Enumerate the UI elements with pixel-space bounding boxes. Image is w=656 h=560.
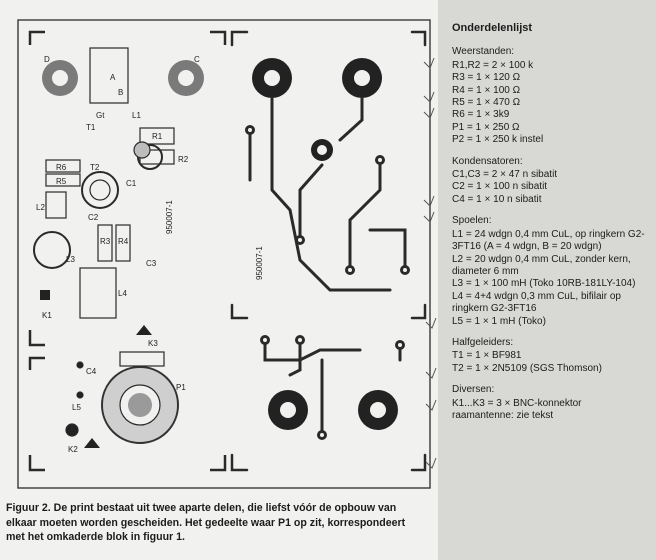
label-Gt: Gt [96,111,105,120]
component-layout [28,30,227,472]
parts-item: L2 = 20 wdgn 0,4 mm CuL, zonder kern, di… [452,253,631,277]
parts-item: C4 = 1 × 10 n sibatit [452,193,542,205]
label-K2: K2 [68,445,78,454]
label-K3: K3 [148,339,158,348]
label-C2: C2 [88,213,99,222]
parts-item: R1,R2 = 2 × 100 k [452,59,534,71]
label-C1: C1 [126,179,137,188]
label-R1: R1 [152,132,163,141]
parts-group-heading: Kondensatoren: [452,155,523,167]
parts-item: R5 = 1 × 470 Ω [452,97,521,109]
parts-item: L3 = 1 × 100 mH (Toko 10RB-181LY-104) [452,278,636,290]
label-R3: R3 [100,237,111,246]
label-L5: L5 [72,403,81,412]
label-A: A [110,73,116,82]
figure-caption: Figuur 2. De print bestaat uit twee apar… [6,502,406,544]
label-K1: K1 [42,311,52,320]
label-R6: R6 [56,163,67,172]
parts-item: raamantenne: zie tekst [452,409,554,421]
parts-item: L4 = 4+4 wdgn 0,3 mm CuL, bifilair op ri… [452,290,621,315]
label-P1: P1 [176,383,186,392]
parts-group: Spoelen:L1 = 24 wdgn 0,4 mm CuL, op ring… [452,215,652,328]
parts-group-heading: Halfgeleiders: [452,336,514,348]
label-R5: R5 [56,177,67,186]
parts-item: L5 = 1 × 1 mH (Toko) [452,315,546,327]
parts-item: P2 = 1 × 250 k instel [452,134,544,146]
left-board-number: 950007-1 [165,200,174,234]
parts-list-title: Onderdelenlijst [452,22,533,34]
parts-item: C1,C3 = 2 × 47 n sibatit [452,169,558,181]
label-B: B [118,88,123,97]
label-T2: T2 [90,163,100,172]
parts-item: K1...K3 = 3 × BNC-konnektor [452,397,582,409]
parts-item: R6 = 1 × 3k9 [452,109,510,121]
parts-item: T1 = 1 × BF981 [452,350,522,362]
label-C: C [194,55,200,64]
parts-group-heading: Spoelen: [452,215,492,227]
right-board-number: 950007-1 [255,246,264,280]
figure-frame [17,19,431,489]
parts-item: T2 = 1 × 2N5109 (SGS Thomson) [452,362,602,374]
parts-item: L1 = 24 wdgn 0,4 mm CuL, op ringkern G2-… [452,228,645,253]
parts-list-panel: Onderdelenlijst Weerstanden:R1,R2 = 2 × … [438,0,656,560]
label-R4: R4 [118,237,129,246]
parts-item: P1 = 1 × 250 Ω [452,121,520,133]
pencil-marks [423,57,437,469]
label-L1: L1 [132,111,141,120]
label-C3: C3 [146,259,157,268]
parts-item: C2 = 1 × 100 n sibatit [452,181,548,193]
label-L4: L4 [118,289,127,298]
label-D: D [44,55,50,64]
label-L3: L3 [66,255,75,264]
parts-item: R4 = 1 × 100 Ω [452,84,521,96]
parts-group-heading: Diversen: [452,384,495,396]
copper-layout [230,30,427,472]
label-C4: C4 [86,367,97,376]
parts-item: R3 = 1 × 120 Ω [452,72,521,84]
label-T1: T1 [86,123,96,132]
label-L2: L2 [36,203,45,212]
parts-group-heading: Weerstanden: [452,46,515,58]
label-R2: R2 [178,155,189,164]
